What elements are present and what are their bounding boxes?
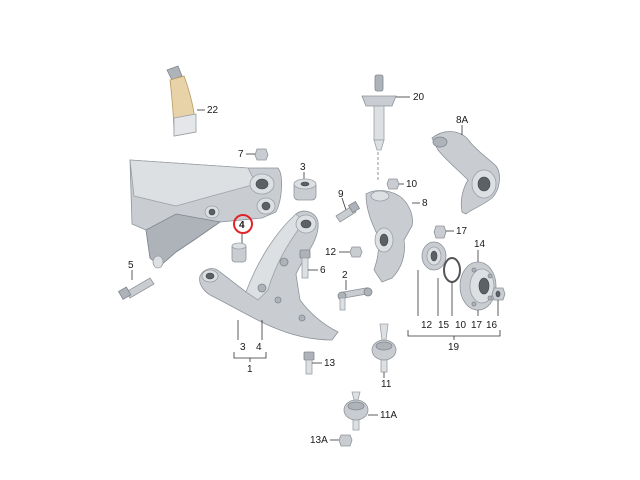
bracket-label-15: 15 <box>438 320 450 331</box>
label-8: 8 <box>422 198 428 209</box>
label-3: 3 <box>300 162 306 173</box>
bracket-label-12: 12 <box>421 320 433 331</box>
part-11a-ball-joint <box>343 391 378 431</box>
label-11: 11 <box>381 379 392 390</box>
part-22-grease-tube <box>166 65 205 137</box>
label-2: 2 <box>342 270 348 281</box>
label-6: 6 <box>320 265 326 276</box>
label-11a: 11A <box>380 410 397 421</box>
bracket-label-16: 16 <box>486 320 498 331</box>
part-11-ball-joint <box>371 323 397 378</box>
part-13-bolt <box>303 351 322 375</box>
label-7: 7 <box>238 149 244 160</box>
label-10: 10 <box>406 179 418 190</box>
control-arm <box>199 210 339 341</box>
part-13a-nut <box>330 434 353 447</box>
label-14: 14 <box>474 239 486 250</box>
part-12-bearing <box>421 241 447 271</box>
part-3-bush <box>293 172 317 201</box>
part-10-nut <box>386 178 404 190</box>
part-14-hub <box>459 250 497 311</box>
part-6-bolt <box>299 249 318 279</box>
label-13a: 13A <box>310 435 328 446</box>
bracket-19 <box>407 270 501 340</box>
label-22: 22 <box>207 105 219 116</box>
label-19: 19 <box>448 342 460 353</box>
part-17-cap <box>433 225 454 239</box>
bracket-label-10: 10 <box>455 320 467 331</box>
bracket-1 <box>233 320 267 362</box>
part-20-bolt <box>361 74 410 180</box>
bracket-label-4: 4 <box>256 342 262 353</box>
label-4: 4 <box>239 220 245 231</box>
label-13: 13 <box>324 358 336 369</box>
highlight-circle <box>233 214 253 234</box>
label-12: 12 <box>325 247 337 258</box>
label-20: 20 <box>413 92 425 103</box>
part-2-link <box>337 280 373 311</box>
bracket-label-17: 17 <box>471 320 483 331</box>
subframe <box>129 159 282 269</box>
label-1: 1 <box>247 364 253 375</box>
label-5: 5 <box>128 260 134 271</box>
part-12-nut <box>339 246 363 258</box>
label-8a: 8A <box>456 115 469 126</box>
label-17: 17 <box>456 226 468 237</box>
part-8a-knuckle <box>431 125 500 215</box>
part-15-circlip <box>443 257 461 283</box>
part-7-nut <box>246 148 269 161</box>
part-5-bolt <box>117 270 155 300</box>
label-9: 9 <box>338 189 344 200</box>
bracket-label-3: 3 <box>240 342 246 353</box>
part-8-knuckle <box>365 190 420 283</box>
part-9-bolt <box>335 197 361 223</box>
part-4-bush <box>231 242 247 263</box>
part-16-nut <box>491 287 506 301</box>
